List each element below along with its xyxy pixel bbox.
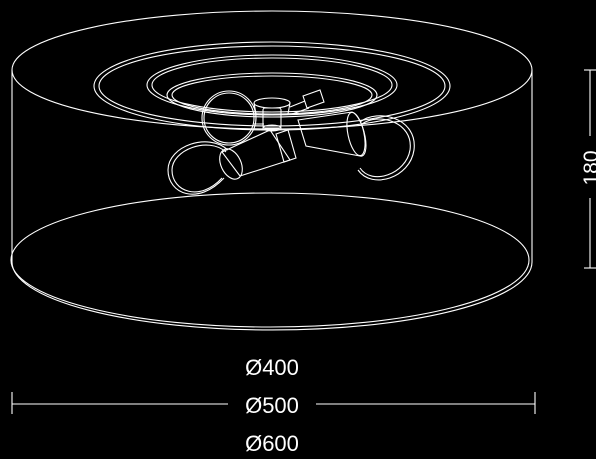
plate-ring-inner [166,72,378,118]
socket-right-top [302,89,325,109]
diameter-dimension [11,392,536,414]
height-dimension [584,69,596,269]
bulb-left-top [201,90,257,146]
bulb-right-inner [359,118,411,178]
socket-left-low-rim [219,148,243,180]
diameter-mid-label: Ø500 [245,393,299,418]
bulb-right [357,115,415,181]
plate-ring-mid-2 [151,57,393,113]
hub-socket [262,107,282,129]
plate-ring-mid [146,54,398,116]
shade-bottom-front [11,261,533,331]
diameter-outer-label: Ø600 [245,431,299,454]
ceiling-plate [93,41,451,131]
hub-socket-cap [262,124,282,132]
diameter-inner-label: Ø400 [245,355,299,380]
lamp-shade [10,10,533,331]
plate-ring-outer [93,41,451,131]
socket-right [297,111,367,157]
plate-ring-outer-2 [98,45,446,127]
hub-body [253,102,291,115]
socket-middle [275,129,297,163]
shade-top-rim [11,10,533,130]
height-label: 180 [580,150,596,185]
shade-bottom-opening [10,192,530,328]
bulb-cluster [167,89,415,195]
bulb-left-low-inner [171,144,227,193]
arm-right-top [289,100,310,115]
hub-top [253,97,291,109]
bulb-left-top-inner [203,92,255,144]
arm-left-top [254,111,264,125]
socket-left-low [221,129,291,177]
bulb-left-low [167,141,229,195]
socket-right-rim [346,111,366,157]
